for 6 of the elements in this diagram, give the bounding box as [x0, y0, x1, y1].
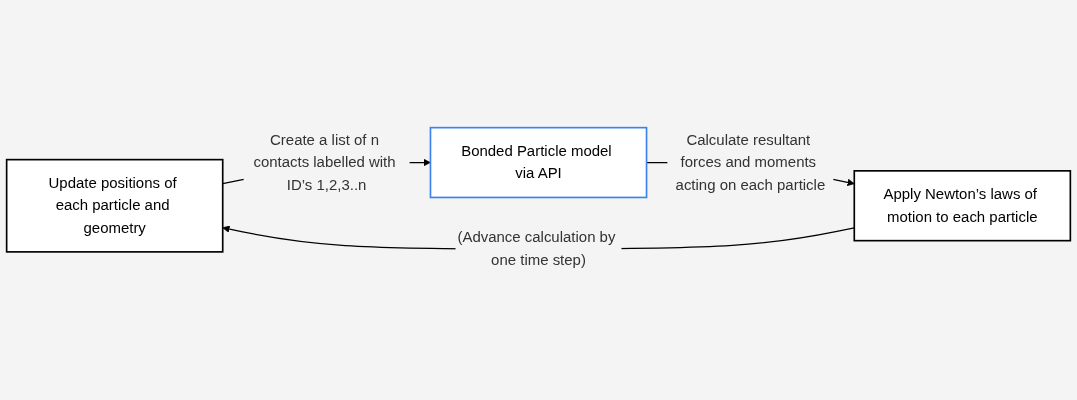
node-box: Update positions of each particle and geometry: [5, 159, 224, 254]
edge-label: (Advance calculation by one time step): [457, 229, 616, 269]
node-box: Apply Newton’s laws of motion to each particle: [853, 170, 1072, 242]
edge-label: Calculate resultant forces and moments acting on each particle: [675, 131, 826, 194]
node-box: Bonded Particle model via API: [429, 127, 648, 199]
edge-label: Create a list of n contacts labelled with ID’s 1,2,3..n: [253, 131, 396, 194]
